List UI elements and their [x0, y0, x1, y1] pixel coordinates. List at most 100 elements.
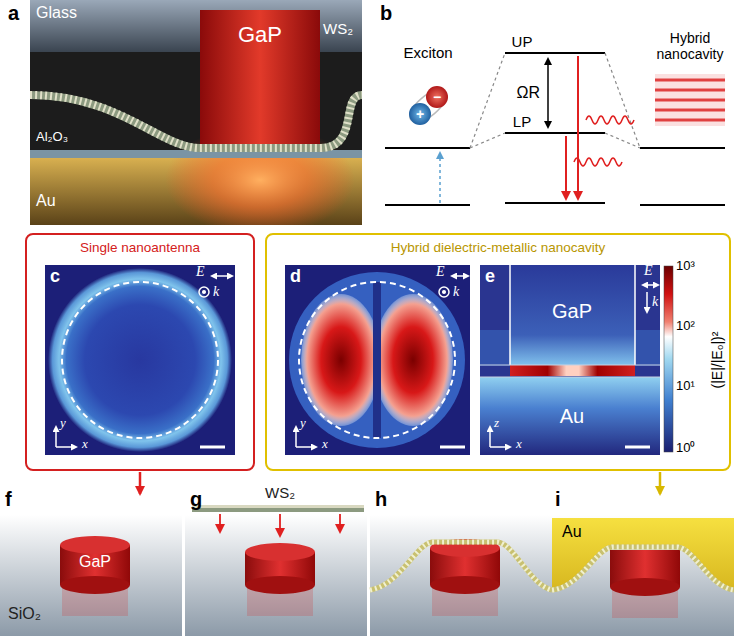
- state-label: Exciton: [403, 44, 452, 61]
- panel-letter: c: [50, 266, 60, 287]
- material-label: Au: [560, 405, 584, 428]
- panel-group-box: Hybrid dielectric-metallic nanocavity: [265, 233, 731, 471]
- panel-g-illustration: [185, 505, 367, 636]
- energy-diagram: [574, 158, 622, 166]
- material-label: GaP: [238, 22, 282, 47]
- axis-symbols: [643, 284, 658, 286]
- panel-h-illustration: [370, 515, 552, 636]
- colorbar-title: (|E|/|E₀|)²: [709, 332, 725, 389]
- field-map-e: [509, 265, 511, 365]
- panel-a-illustration: [30, 0, 362, 225]
- axis-symbols: [439, 287, 449, 297]
- axis-symbols: [489, 427, 491, 447]
- energy-diagram: [655, 109, 725, 112]
- axis-symbols: [452, 275, 468, 277]
- panel-g-illustration: [245, 576, 315, 594]
- axis-symbols: [55, 427, 57, 447]
- field-map-e: [480, 365, 660, 366]
- panel-i-illustration: [552, 515, 734, 636]
- axis-label: z: [494, 416, 499, 431]
- panel-i-illustration: [552, 547, 734, 590]
- colorbar: [664, 266, 673, 452]
- energy-diagram: [470, 133, 505, 148]
- panel-g-illustration: [279, 514, 281, 536]
- axis-symbols: [212, 275, 232, 277]
- panel-a-illustration: [30, 95, 362, 148]
- field-map-e: [510, 365, 635, 376]
- energy-diagram: [640, 147, 725, 149]
- energy-diagram: [547, 59, 549, 127]
- splitting-label: ΩR: [516, 84, 540, 102]
- field-symbol: E: [196, 264, 205, 280]
- panel-letter: h: [375, 488, 387, 511]
- panel-g-illustration: [185, 515, 367, 636]
- energy-diagram: [426, 86, 448, 108]
- field-symbol: E: [644, 263, 653, 279]
- field-map-c: [45, 265, 235, 455]
- panel-letter: b: [380, 2, 392, 25]
- colorbar-tick: 10²: [676, 319, 695, 334]
- axis-symbols: [56, 446, 76, 448]
- field-map-e: [634, 265, 636, 365]
- energy-diagram: [405, 84, 452, 128]
- energy-diagram: [505, 202, 605, 204]
- panel-h-illustration: [370, 515, 552, 636]
- panel-letter: f: [5, 488, 12, 511]
- axis-symbols: [443, 291, 446, 294]
- axis-symbols: [199, 287, 209, 297]
- energy-diagram: [439, 153, 441, 203]
- axis-label: y: [60, 416, 66, 431]
- energy-diagram: [655, 89, 725, 92]
- material-label: Au: [562, 523, 582, 541]
- panel-f-illustration: [0, 515, 182, 636]
- axis-label: x: [82, 437, 88, 452]
- axis-symbols: [625, 446, 650, 449]
- field-map-c: [45, 265, 235, 455]
- panel-g-illustration: [339, 514, 341, 532]
- group-title: Hybrid dielectric-metallic nanocavity: [267, 240, 729, 255]
- energy-diagram: [655, 119, 725, 122]
- field-map-c: [62, 282, 218, 438]
- field-map-d: [285, 265, 470, 455]
- field-map-e: [480, 377, 660, 378]
- axis-symbols: [200, 446, 225, 449]
- field-map-e: [480, 265, 660, 455]
- panel-a-illustration: [30, 95, 362, 148]
- field-symbol: E: [436, 264, 445, 280]
- panel-g-illustration: [192, 505, 364, 508]
- layer-label: Al₂O₃: [36, 130, 68, 145]
- state-label: LP: [513, 113, 531, 130]
- energy-diagram: [470, 53, 640, 148]
- panel-h-illustration: [430, 576, 500, 594]
- energy-diagram: [385, 147, 470, 149]
- colorbar-tick: 10¹: [676, 379, 695, 394]
- material-label: SiO₂: [8, 605, 41, 623]
- energy-diagram: [655, 79, 725, 82]
- panel-letter: e: [485, 266, 495, 287]
- energy-diagram: [655, 74, 725, 126]
- energy-diagram: [655, 99, 725, 102]
- field-map-c: [48, 268, 232, 452]
- axis-label: x: [322, 437, 328, 452]
- panel-h-illustration: [370, 542, 552, 590]
- field-map-d: [373, 282, 381, 438]
- panel-f-illustration: [60, 576, 130, 594]
- field-map-e: [510, 265, 635, 365]
- field-map-e: [480, 377, 660, 455]
- energy-diagram: [470, 53, 505, 148]
- energy-diagram: [385, 53, 725, 205]
- axis-symbols: [296, 446, 316, 448]
- field-map-d: [289, 272, 465, 448]
- axis-symbols: [490, 446, 510, 448]
- axis-label: x: [516, 437, 522, 452]
- colorbar-tick: 10⁰: [676, 441, 695, 456]
- axis-symbols: [295, 427, 297, 447]
- panel-f-illustration: [60, 536, 130, 554]
- layer-label: Au: [36, 192, 56, 210]
- material-label: WS₂: [265, 484, 295, 501]
- energy-diagram: [565, 136, 567, 199]
- colorbar-tick: 10³: [676, 259, 695, 274]
- field-map-d: [299, 282, 455, 438]
- panel-g-illustration: [245, 543, 315, 561]
